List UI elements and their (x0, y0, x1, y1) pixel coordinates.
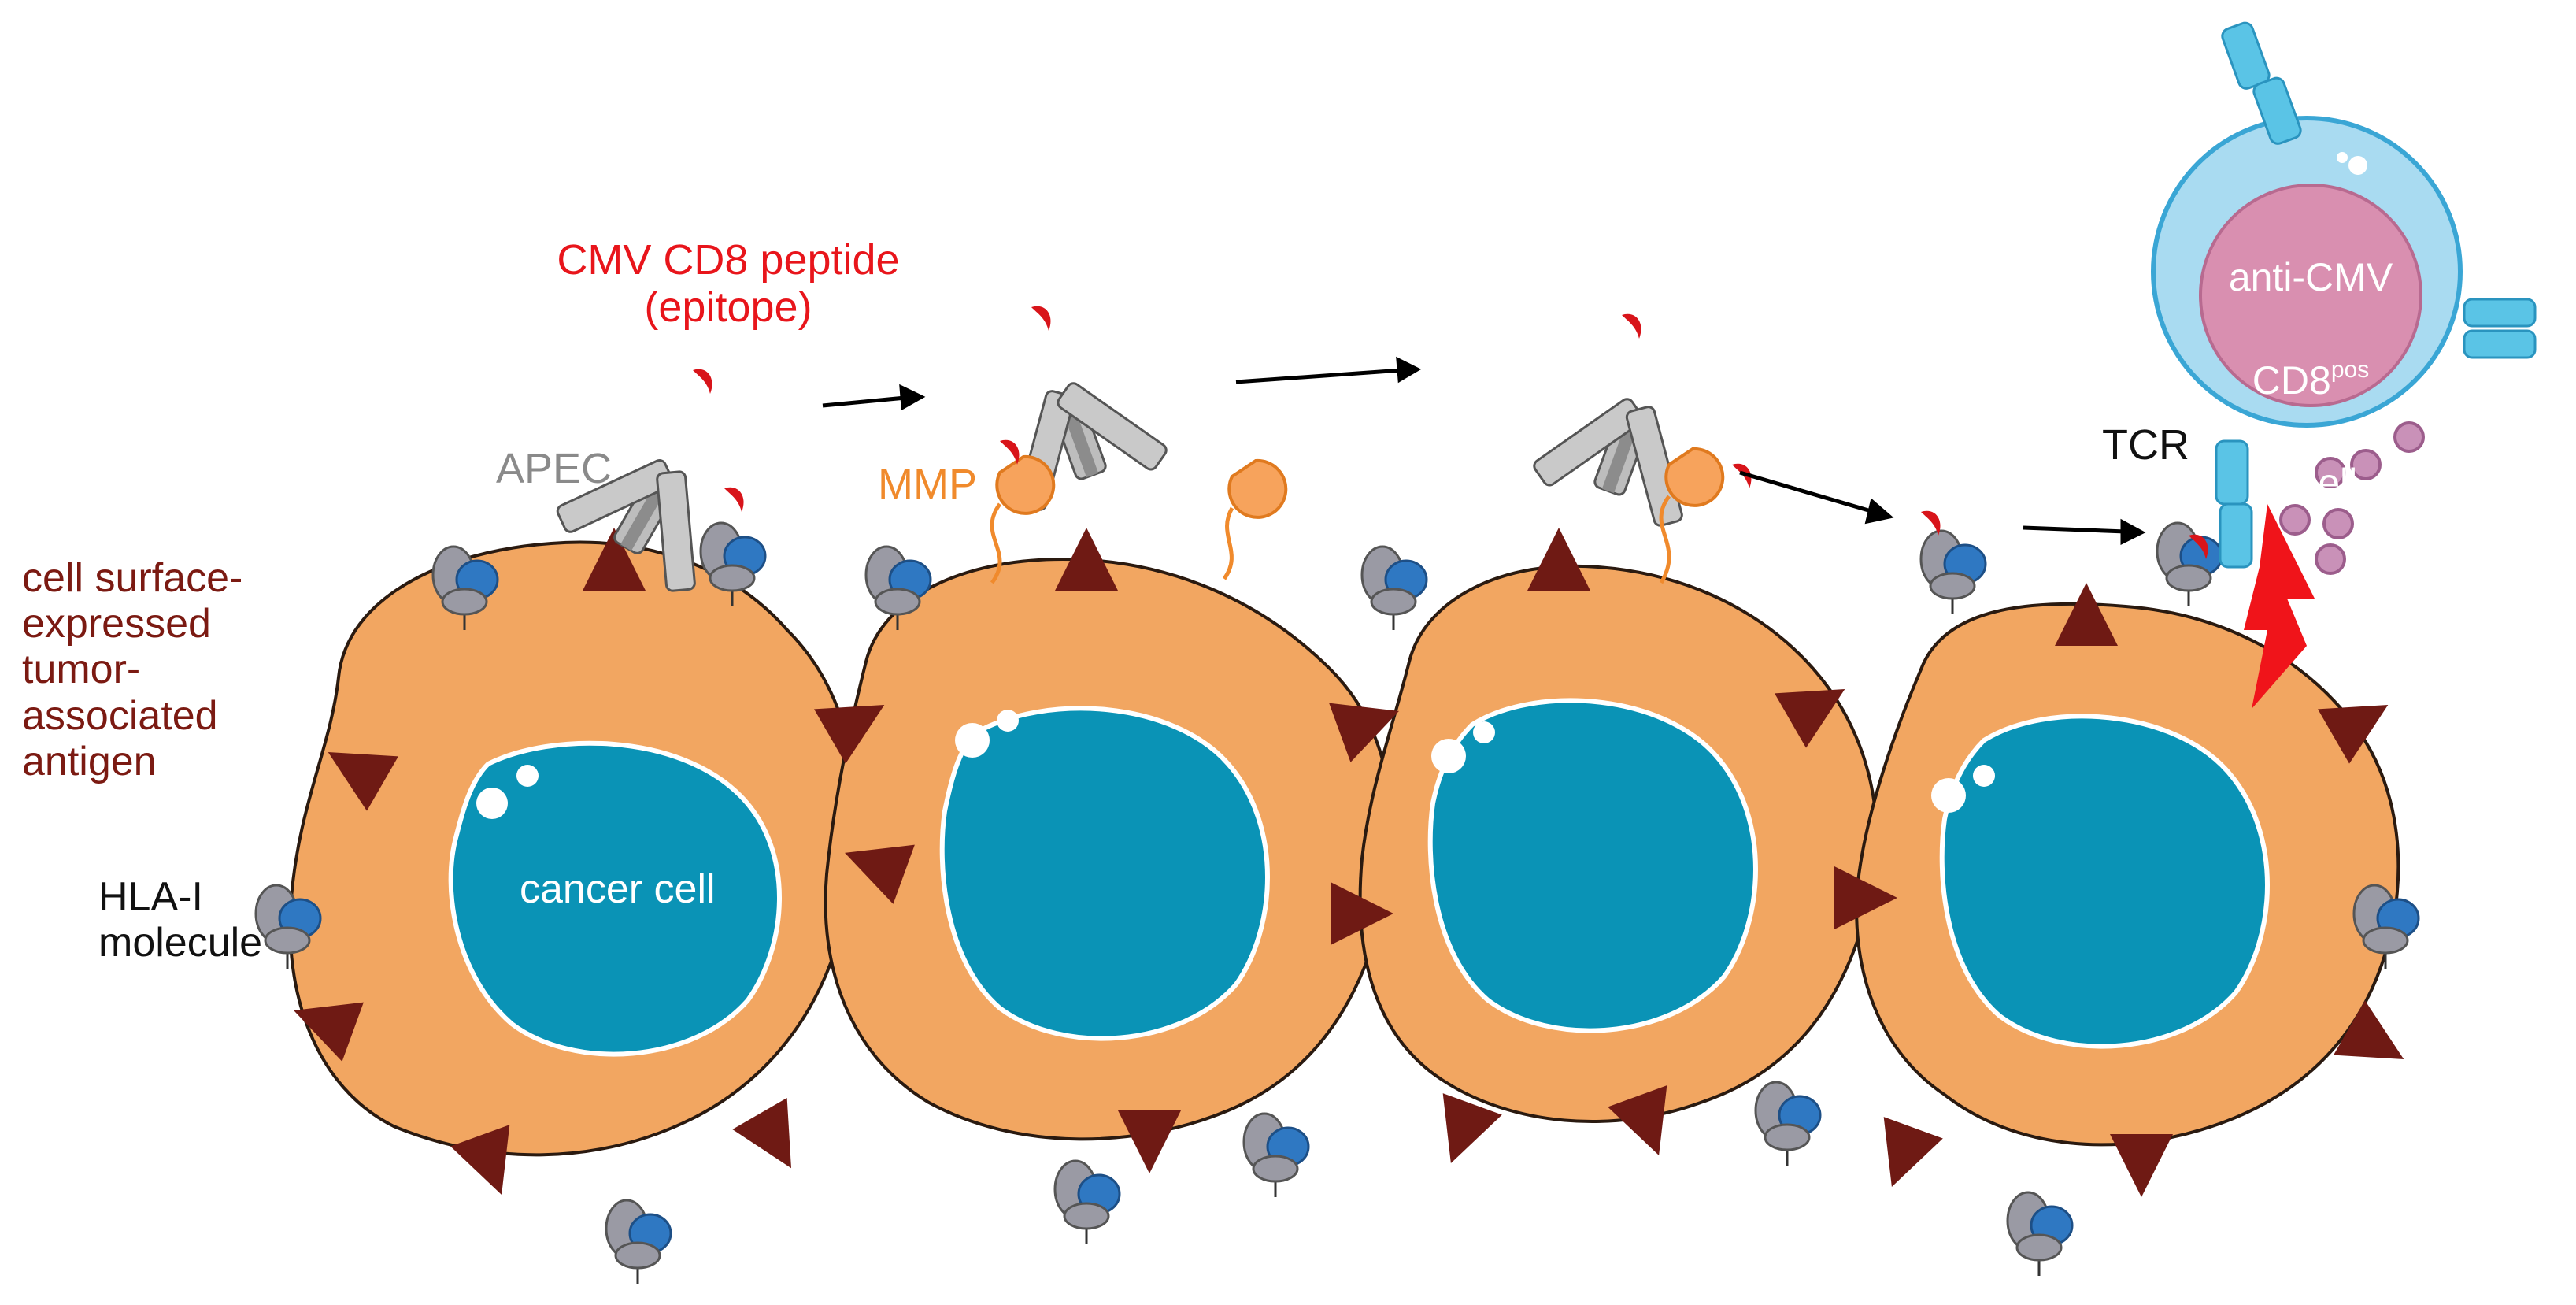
vesicle-icon (1473, 721, 1495, 743)
epitope-label: CMV CD8 peptide (epitope) (557, 236, 900, 332)
cancer-cell-1 (288, 540, 858, 1157)
tumor-antigen-label: cell surface- expressed tumor- associate… (22, 555, 243, 784)
mmp-enzymes (990, 447, 1725, 584)
vesicle-icon (1973, 765, 1995, 787)
vesicle-icon (1931, 778, 1966, 813)
vesicle-icon (476, 788, 508, 819)
process-arrows (822, 356, 2146, 546)
t-cell (2151, 21, 2537, 569)
tcell-label-line3: T cell (2263, 461, 2358, 505)
cancer-cell-3 (1358, 564, 1878, 1123)
vesicle-icon (1431, 739, 1466, 773)
lightning-icon (2244, 504, 2315, 709)
tcell-label: anti-CMV CD8pos T cell (2204, 201, 2417, 509)
tcell-label-pos: pos (2330, 357, 2370, 383)
cancer-cell-label: cancer cell (520, 866, 716, 912)
cancer-cell-4 (1855, 602, 2400, 1147)
mmp-label: MMP (878, 461, 977, 508)
hla-label: HLA-I molecule (98, 874, 263, 966)
cmv-peptides (693, 306, 2208, 559)
vesicle-icon (516, 765, 539, 787)
cytotoxic-granules (2279, 421, 2425, 575)
tcell-label-line1: anti-CMV (2228, 255, 2393, 299)
tcell-label-cd8: CD8 (2252, 358, 2331, 402)
tcr-receptors (2215, 21, 2537, 569)
tcr-label: TCR (2102, 421, 2189, 469)
cancer-cell-2 (824, 557, 1393, 1141)
vesicle-icon (997, 710, 1019, 732)
apec-label: APEC (496, 445, 613, 492)
vesicle-icon (955, 723, 990, 758)
